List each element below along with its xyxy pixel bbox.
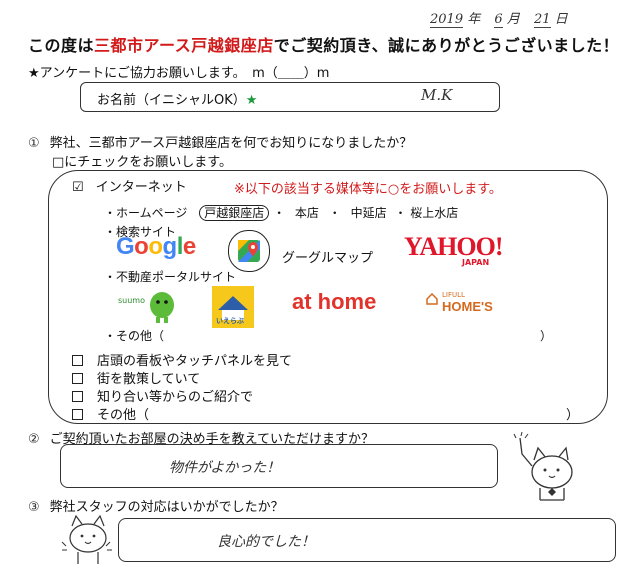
survey-request: ★アンケートにご協力お願いします。 m（＿＿）m [28, 66, 330, 81]
question-3-number: ③ [28, 500, 40, 515]
option-signboard-label: 店頭の看板やタッチパネルを見て [97, 354, 293, 369]
date-month: 6 [494, 12, 503, 28]
name-label: お名前（イニシャルOK）★ [97, 89, 257, 108]
google-maps-circle[interactable] [228, 230, 270, 272]
yahoo-japan-text: JAPAN [462, 258, 490, 267]
title-suffix: でご契約頂き、誠にありがとうございました！ [273, 36, 620, 55]
separator: ・ [273, 206, 286, 220]
option-referral[interactable]: 知り合い等からのご紹介で [72, 386, 253, 405]
question-3: ③ 弊社スタッフの対応はいかがでしたか？ [28, 496, 284, 515]
homepage-option-togoshi-ginza[interactable]: 戸越銀座店 [199, 205, 270, 221]
name-value: M.K [421, 86, 453, 104]
separator: ・ [328, 206, 341, 220]
title-prefix: この度は [28, 36, 95, 55]
other-internet-label: ・その他（ [104, 329, 165, 343]
google-maps-label: グーグルマップ [282, 251, 374, 266]
homepage-label: ・ホームページ [104, 206, 188, 220]
question-1-number: ① [28, 136, 40, 151]
separator: ・ [394, 206, 407, 220]
cat-mascot-small-icon [61, 514, 112, 564]
option-other[interactable]: その他（ [72, 404, 149, 423]
homepage-option-sakurajosui[interactable]: 桜上水店 [410, 206, 459, 220]
search-site-label: ・検索サイト [104, 225, 177, 239]
title-store: 三都市アース戸越銀座店 [94, 36, 274, 55]
lifull-text: LIFULL [442, 291, 465, 299]
question-2-number: ② [28, 432, 40, 447]
option-internet[interactable]: ☑ インターネット [72, 176, 187, 195]
homes-logo[interactable]: LIFULL HOME'S [426, 291, 493, 314]
suumo-logo[interactable]: suumo [118, 288, 188, 328]
checkbox[interactable] [72, 373, 83, 384]
ieuru-house-icon [212, 286, 254, 328]
answer-3-box[interactable]: 良心的でした！ [118, 518, 616, 562]
option-walking-label: 街を散策していて [97, 372, 201, 387]
checkbox[interactable] [72, 355, 83, 366]
source-options-box [48, 170, 608, 424]
homepage-option-honten[interactable]: 本店 [294, 206, 319, 220]
media-note: ※以下の該当する媒体等に○をお願いします。 [234, 182, 502, 197]
checkbox[interactable] [72, 409, 83, 420]
homepage-option-nakanobu[interactable]: 中延店 [350, 206, 387, 220]
question-1-instruction: □にチェックをお願いします。 [52, 155, 232, 170]
date-day-unit: 日 [554, 12, 568, 27]
name-box[interactable]: お名前（イニシャルOK）★ M.K [80, 82, 500, 112]
question-2-text: ご契約頂いたお部屋の決め手を教えていただけますか？ [49, 432, 375, 447]
question-3-text: 弊社スタッフの対応はいかがでしたか？ [49, 500, 284, 515]
answer-2-text: 物件がよかった！ [169, 460, 281, 476]
yahoo-logo-text: YAHOO! [404, 232, 503, 261]
ieuru-text: いえらぶ [216, 317, 244, 325]
date-month-unit: 月 [506, 12, 520, 27]
other-internet-close: ） [540, 329, 553, 343]
homes-text: HOME'S [442, 299, 493, 314]
suumo-mascot-icon [150, 292, 174, 323]
date-year-unit: 年 [467, 12, 481, 27]
option-internet-label: インターネット [95, 180, 187, 195]
date-year: 2019 [430, 12, 464, 28]
ieuru-logo[interactable]: いえらぶ [212, 286, 254, 332]
portal-site-label: ・不動産ポータルサイト [104, 270, 237, 284]
answer-3-text: 良心的でした！ [217, 534, 315, 550]
date-line: 2019 年 6 月 21 日 [430, 8, 568, 28]
athome-logo[interactable]: at home [292, 289, 377, 314]
answer-2-box[interactable]: 物件がよかった！ [60, 444, 498, 488]
google-maps-icon [238, 240, 260, 262]
date-day: 21 [533, 12, 551, 28]
homepage-row: ・ホームページ 戸越銀座店 ・ 本店 ・ 中延店 ・ 桜上水店 [104, 204, 458, 221]
yahoo-logo[interactable]: YAHOO! JAPAN [404, 232, 503, 267]
checkbox[interactable] [72, 391, 83, 402]
question-1-text: 弊社、三都市アース戸越銀座店を何でお知りになりましたか？ [49, 136, 413, 151]
star-icon: ★ [245, 93, 258, 108]
checked-checkbox-icon[interactable]: ☑ [72, 180, 84, 195]
homes-house-icon [426, 293, 438, 305]
cat-mascot-icon [513, 431, 573, 501]
option-other-label: その他（ [97, 408, 150, 423]
page-title: この度は三都市アース戸越銀座店でご契約頂き、誠にありがとうございました！ [28, 32, 619, 56]
suumo-text: suumo [118, 296, 145, 305]
option-referral-label: 知り合い等からのご紹介で [97, 390, 254, 405]
option-walking[interactable]: 街を散策していて [72, 368, 200, 387]
question-2: ② ご契約頂いたお部屋の決め手を教えていただけますか？ [28, 428, 374, 447]
name-label-text: お名前（イニシャルOK） [97, 93, 246, 108]
option-other-close: ） [566, 408, 580, 423]
option-signboard[interactable]: 店頭の看板やタッチパネルを見て [72, 350, 292, 369]
question-1: ① 弊社、三都市アース戸越銀座店を何でお知りになりましたか？ [28, 132, 412, 151]
google-logo[interactable]: Google [116, 233, 196, 260]
